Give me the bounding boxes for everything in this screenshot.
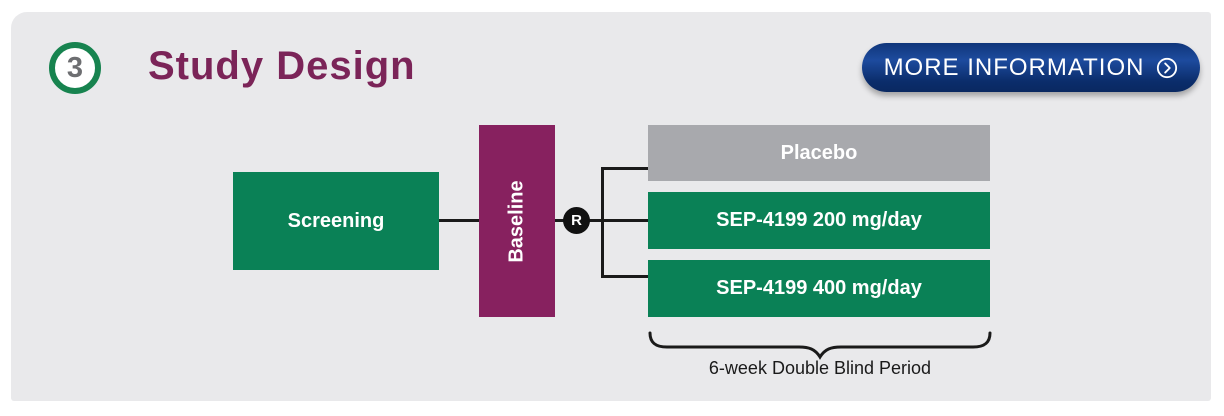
branch-stub-bottom <box>601 275 648 278</box>
randomization-node: R <box>563 207 590 234</box>
screening-label: Screening <box>287 209 385 232</box>
arm-label-sep4199-400: SEP-4199 400 mg/day <box>716 277 922 299</box>
baseline-label: Baseline <box>505 179 528 263</box>
step-number: 3 <box>66 51 84 84</box>
arm-box-sep4199-400: SEP-4199 400 mg/day <box>648 260 990 317</box>
randomization-label: R <box>571 212 582 229</box>
page-title: Study Design <box>148 44 416 88</box>
step-number-badge: 3 <box>49 42 101 94</box>
study-design-card: 3 Study Design MORE INFORMATION Screenin… <box>11 12 1211 401</box>
more-information-label: MORE INFORMATION <box>883 53 1145 81</box>
branch-stub-top <box>601 167 648 170</box>
arm-label-sep4199-200: SEP-4199 200 mg/day <box>716 209 922 231</box>
branch-vertical-line <box>601 167 604 278</box>
period-caption: 6-week Double Blind Period <box>708 358 932 378</box>
arm-box-sep4199-200: SEP-4199 200 mg/day <box>648 192 990 249</box>
arm-box-placebo: Placebo <box>648 125 990 181</box>
more-information-button[interactable]: MORE INFORMATION <box>862 43 1200 92</box>
period-brace-icon <box>648 331 992 360</box>
screening-box: Screening <box>233 172 439 270</box>
connector-screening-baseline <box>439 219 479 222</box>
baseline-box: Baseline <box>479 125 555 317</box>
chevron-right-circle-icon <box>1157 57 1178 78</box>
arm-label-placebo: Placebo <box>780 141 858 164</box>
